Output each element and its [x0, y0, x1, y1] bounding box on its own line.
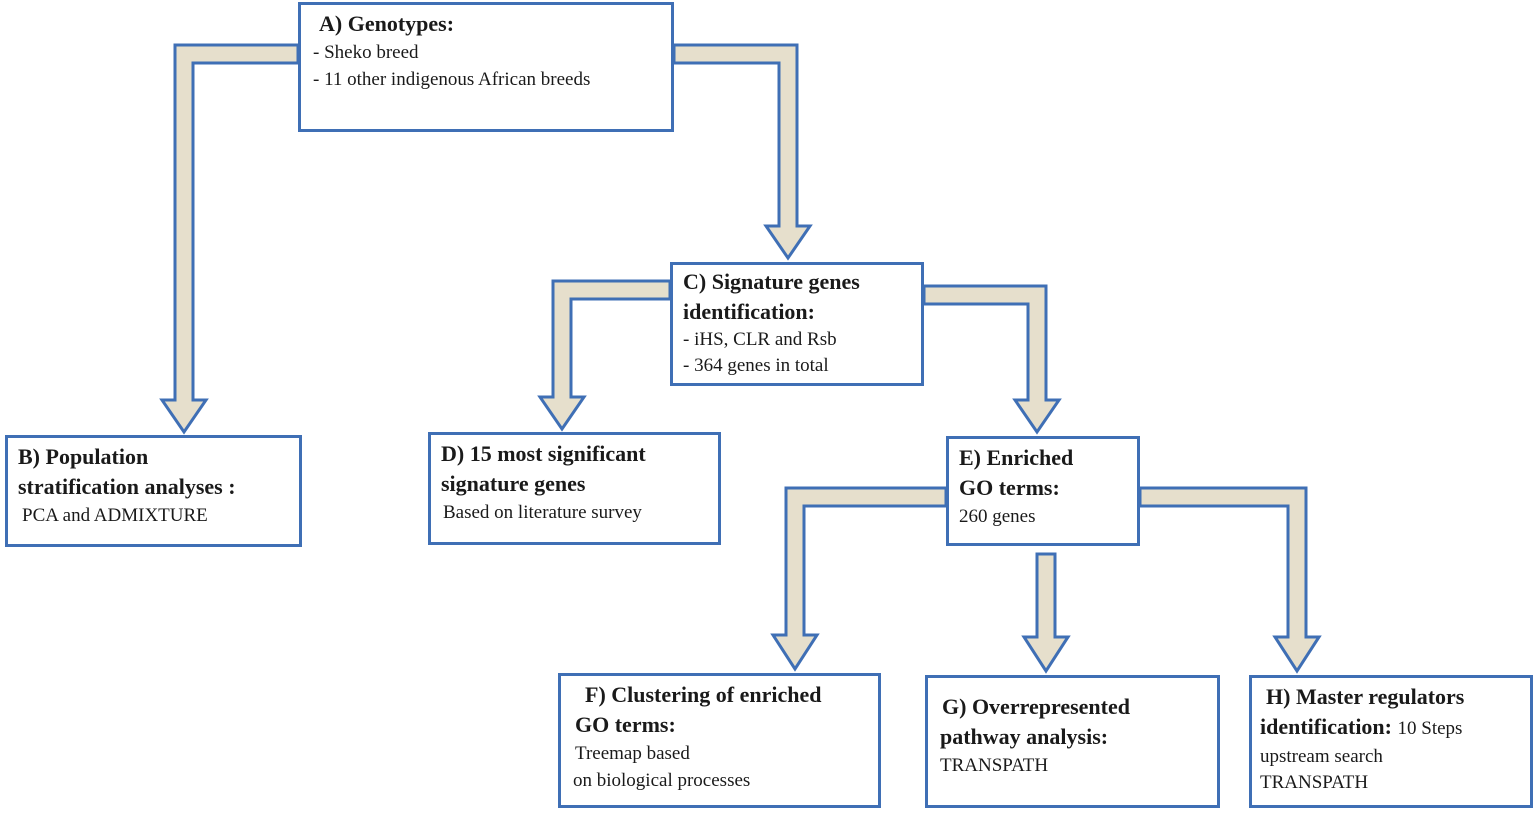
box-c-title-1: C) Signature genes: [683, 269, 860, 294]
box-h-title-2-suffix: 10 Steps: [1397, 718, 1463, 739]
arrow-a-to-c: [672, 43, 813, 261]
arrow-e-to-h: [1138, 486, 1322, 674]
box-clustering-go-terms: F) Clustering of enriched GO terms: Tree…: [558, 673, 881, 808]
arrow-e-to-f: [770, 486, 948, 672]
arrow-c-to-e: [922, 284, 1062, 435]
box-b-title-1: B) Population: [18, 444, 149, 469]
box-e-line-1: 260 genes: [959, 506, 1036, 527]
box-h-line-2: TRANSPATH: [1260, 772, 1369, 793]
box-g-title-2: pathway analysis:: [940, 724, 1109, 749]
box-f-title-1: F) Clustering of enriched: [585, 682, 822, 707]
box-signature-genes: C) Signature genes identification: - iHS…: [670, 262, 924, 386]
box-d-line-1: Based on literature survey: [443, 502, 642, 523]
arrow-e-to-g: [1021, 552, 1071, 674]
box-population-stratification: B) Population stratification analyses : …: [5, 435, 302, 547]
box-enriched-go-terms: E) Enriched GO terms: 260 genes: [946, 436, 1140, 546]
box-b-line-1: PCA and ADMIXTURE: [22, 505, 208, 526]
box-most-significant-genes: D) 15 most significant signature genes B…: [428, 432, 721, 545]
box-genotypes: A) Genotypes: - Sheko breed - 11 other i…: [298, 2, 674, 132]
box-e-title-2: GO terms:: [959, 475, 1060, 500]
box-f-line-1: Treemap based: [575, 743, 690, 764]
box-d-title-2: signature genes: [441, 471, 586, 496]
box-h-line-1: upstream search: [1260, 746, 1383, 767]
box-b-title-2: stratification analyses :: [18, 474, 236, 499]
box-d-title-1: D) 15 most significant: [441, 441, 646, 466]
box-f-line-2: on biological processes: [573, 770, 751, 791]
box-f-title-2: GO terms:: [575, 712, 676, 737]
box-h-title-1: H) Master regulators: [1266, 684, 1465, 709]
box-h-title-2: identification:: [1260, 714, 1392, 739]
box-a-title: A) Genotypes:: [319, 11, 455, 36]
arrow-c-to-d: [537, 279, 672, 432]
box-a-line-1: - Sheko breed: [313, 42, 419, 63]
box-pathway-analysis: G) Overrepresented pathway analysis: TRA…: [925, 675, 1220, 808]
box-master-regulators: H) Master regulators identification: 10 …: [1249, 675, 1533, 808]
box-g-line-1: TRANSPATH: [940, 755, 1049, 776]
box-a-line-2: - 11 other indigenous African breeds: [313, 69, 591, 90]
box-h-title-2-row: identification: 10 Steps: [1260, 712, 1520, 744]
box-g-title-1: G) Overrepresented: [942, 694, 1130, 719]
box-c-line-1: - iHS, CLR and Rsb: [683, 329, 837, 350]
arrow-group: [159, 43, 1322, 674]
box-c-title-2: identification:: [683, 299, 815, 324]
arrow-a-to-b: [159, 43, 300, 435]
box-c-line-2: - 364 genes in total: [683, 355, 829, 376]
box-e-title-1: E) Enriched: [959, 445, 1074, 470]
